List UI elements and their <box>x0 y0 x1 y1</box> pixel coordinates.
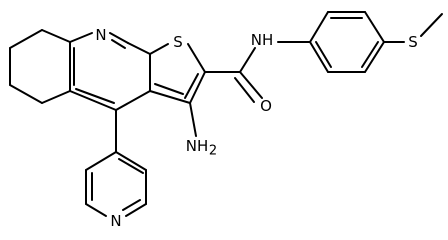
pyridinyl-ring <box>85 109 147 217</box>
bond <box>85 151 117 171</box>
bond <box>149 43 169 55</box>
carbonyl-oxygen-label: O <box>260 97 272 115</box>
bond <box>361 41 379 68</box>
bond <box>315 41 332 68</box>
bond <box>234 77 255 103</box>
bond <box>239 47 256 73</box>
bond <box>111 39 126 49</box>
bond <box>187 43 206 73</box>
thiophene-sulfur-label: S <box>173 33 183 51</box>
bond <box>115 151 147 171</box>
thiophene-ring <box>149 43 206 104</box>
bond <box>309 41 329 73</box>
amino-group <box>189 102 197 137</box>
bond <box>189 102 197 137</box>
quinoline-nitrogen-label: N <box>95 26 106 44</box>
bond <box>69 32 93 43</box>
quinoline-pyridine-ring <box>69 32 151 111</box>
bond <box>184 73 199 99</box>
bond <box>420 13 443 37</box>
bond <box>189 71 206 104</box>
bond <box>122 199 141 211</box>
benzene-ring <box>277 11 385 73</box>
bond <box>149 90 191 104</box>
amino-subscript-label: 2 <box>209 144 217 159</box>
pyridine-nitrogen-label: N <box>110 212 121 230</box>
bond <box>75 88 115 104</box>
bond <box>109 32 129 44</box>
bond <box>364 11 385 43</box>
amide-group <box>204 47 263 103</box>
bond <box>239 71 263 99</box>
bond <box>9 29 43 49</box>
amino-nh-label: NH <box>186 137 209 155</box>
bond <box>127 42 151 55</box>
bond <box>118 158 144 174</box>
bond <box>41 90 71 104</box>
methylthio-group <box>383 13 443 43</box>
bond <box>364 41 385 73</box>
bond <box>69 90 117 111</box>
bond <box>85 203 107 217</box>
methylthio-sulfur-label: S <box>408 33 418 51</box>
bond <box>9 84 43 104</box>
amide-nh-label: NH <box>251 31 274 49</box>
cyclohexane-ring <box>9 29 71 104</box>
bond <box>41 29 71 43</box>
bond <box>125 203 147 217</box>
bond <box>154 83 184 95</box>
bond <box>309 11 329 43</box>
bond <box>115 90 151 111</box>
